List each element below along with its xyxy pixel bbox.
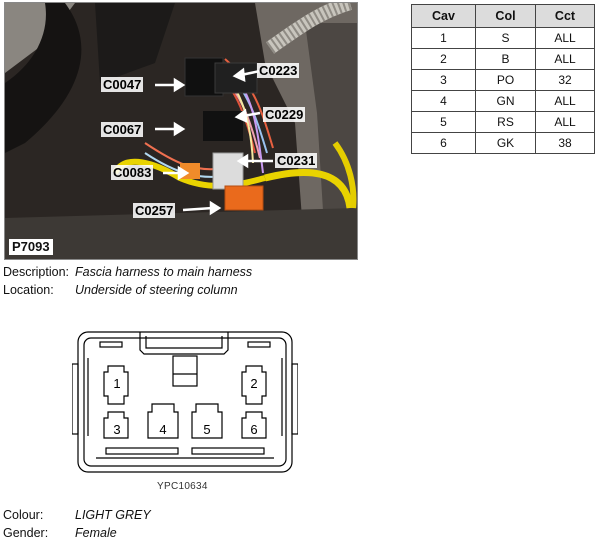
location-label: Location: [3, 283, 54, 297]
callout-c0067: C0067 [101, 122, 144, 137]
table-row: 5 RS ALL [411, 111, 595, 133]
table-row: 6 GK 38 [411, 132, 595, 154]
description-label: Description: [3, 265, 69, 279]
colour-row: Colour: LIGHT GREY [3, 508, 151, 523]
cell-col: S [475, 27, 536, 49]
cell-cct: ALL [535, 48, 595, 70]
cell-cav: 4 [411, 90, 476, 112]
callout-c0229: C0229 [263, 107, 306, 122]
cell-cav: 1 [411, 27, 476, 49]
table-row: 4 GN ALL [411, 90, 595, 112]
cell-col: PO [475, 69, 536, 91]
table-row: 3 PO 32 [411, 69, 595, 91]
cell-col: B [475, 48, 536, 70]
table-row: 1 S ALL [411, 27, 595, 49]
cavity-label-2: 2 [250, 376, 257, 391]
location-value: Underside of steering column [75, 283, 238, 297]
cavity-label-4: 4 [159, 422, 166, 437]
description-row: Description: Fascia harness to main harne… [3, 265, 252, 280]
cell-cct: ALL [535, 111, 595, 133]
callout-c0257: C0257 [133, 203, 176, 218]
gender-label: Gender: [3, 526, 49, 540]
callout-c0047: C0047 [101, 77, 144, 92]
pin-table-header-row: Cav Col Cct [411, 4, 595, 28]
colour-label: Colour: [3, 508, 44, 522]
connector-location-photo: C0047 C0223 C0229 C0067 C0231 C0083 C025… [4, 2, 358, 260]
cell-cav: 5 [411, 111, 476, 133]
pin-table: Cav Col Cct 1 S ALL 2 B ALL 3 PO 32 4 GN… [411, 4, 595, 154]
photo-scene [5, 3, 357, 259]
cavity-label-6: 6 [250, 422, 257, 437]
cell-cav: 3 [411, 69, 476, 91]
table-row: 2 B ALL [411, 48, 595, 70]
cell-col: GN [475, 90, 536, 112]
location-row: Location: Underside of steering column [3, 283, 238, 298]
cell-cct: 32 [535, 69, 595, 91]
cell-cct: 38 [535, 132, 595, 154]
callout-c0231: C0231 [275, 153, 318, 168]
cavity-label-1: 1 [113, 376, 120, 391]
gender-value: Female [75, 526, 117, 540]
cell-cav: 2 [411, 48, 476, 70]
cell-cct: ALL [535, 27, 595, 49]
colour-value: LIGHT GREY [75, 508, 151, 522]
cell-col: GK [475, 132, 536, 154]
header-cav: Cav [411, 4, 476, 28]
cell-cct: ALL [535, 90, 595, 112]
connector-face-diagram: 1 2 3 4 5 6 [72, 331, 298, 473]
cavity-label-5: 5 [203, 422, 210, 437]
description-value: Fascia harness to main harness [75, 265, 253, 279]
header-col: Col [475, 4, 536, 28]
cell-cav: 6 [411, 132, 476, 154]
photo-id-label: P7093 [9, 239, 53, 255]
cell-col: RS [475, 111, 536, 133]
header-cct: Cct [535, 4, 595, 28]
drawing-id-label: YPC10634 [157, 481, 208, 492]
callout-c0223: C0223 [257, 63, 300, 78]
cavity-label-3: 3 [113, 422, 120, 437]
gender-row: Gender: Female [3, 526, 117, 541]
callout-c0083: C0083 [111, 165, 154, 180]
